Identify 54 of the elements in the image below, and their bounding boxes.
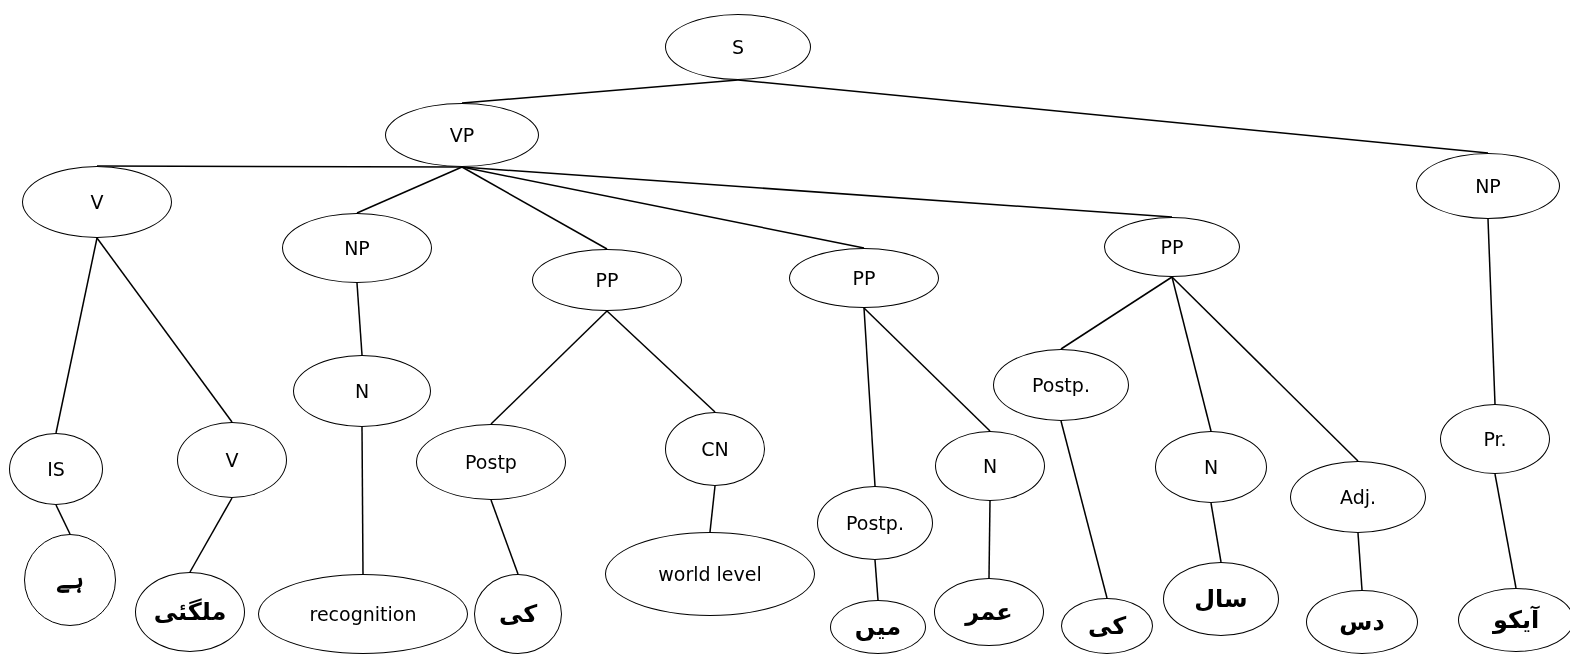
node-label: V bbox=[90, 191, 104, 213]
node-label: دس bbox=[1339, 608, 1385, 636]
node-label: PP bbox=[595, 269, 619, 291]
node-label: عمر bbox=[965, 598, 1013, 626]
node-label: PP bbox=[852, 267, 876, 289]
node-label: world level bbox=[658, 563, 762, 585]
node-label: میں bbox=[854, 613, 902, 641]
tree-branch-line bbox=[490, 499, 519, 575]
node-label: N bbox=[354, 380, 370, 402]
tree-branch-line bbox=[1487, 218, 1496, 405]
tree-branch-line bbox=[490, 310, 608, 425]
node-label: کی bbox=[1087, 612, 1127, 640]
tree-branch-line bbox=[863, 307, 876, 487]
node-label: Postp. bbox=[846, 512, 904, 534]
node-label: recognition bbox=[309, 603, 417, 625]
node-label: Postp. bbox=[1032, 374, 1090, 396]
node-label: Postp bbox=[465, 451, 517, 473]
node-label: سال bbox=[1194, 585, 1248, 613]
tree-branch-line bbox=[356, 166, 463, 214]
tree-branch-line bbox=[1494, 473, 1517, 589]
tree-branch-line bbox=[1357, 532, 1363, 591]
tree-branch-line bbox=[863, 307, 991, 432]
tree-branch-line bbox=[96, 237, 233, 423]
tree-branch-line bbox=[461, 166, 608, 250]
tree-branch-line bbox=[606, 310, 716, 413]
node-label: VP bbox=[449, 124, 475, 146]
tree-branch-line bbox=[1171, 276, 1359, 462]
tree-branch-line bbox=[361, 426, 364, 575]
tree-branch-line bbox=[1171, 276, 1212, 432]
node-label: NP bbox=[344, 237, 370, 259]
node-label: S bbox=[731, 36, 745, 58]
tree-branch-line bbox=[55, 504, 71, 535]
node-label: N bbox=[982, 455, 998, 477]
node-label: NP bbox=[1475, 175, 1501, 197]
tree-branch-line bbox=[988, 500, 991, 579]
node-label: کی bbox=[498, 600, 538, 628]
tree-branch-line bbox=[189, 497, 233, 573]
node-label: PP bbox=[1160, 236, 1184, 258]
node-label: ملگئی bbox=[153, 598, 227, 626]
node-label: Adj. bbox=[1339, 486, 1376, 508]
node-label: N bbox=[1203, 456, 1219, 478]
node-label: IS bbox=[47, 458, 65, 480]
tree-branch-line bbox=[709, 485, 716, 533]
tree-branch-line bbox=[1060, 276, 1173, 350]
node-label: V bbox=[225, 449, 239, 471]
tree-branch-line bbox=[1060, 420, 1108, 599]
tree-branch-line bbox=[55, 237, 98, 434]
node-label: آیکو bbox=[1492, 606, 1540, 634]
node-label: Pr. bbox=[1483, 428, 1507, 450]
tree-branch-line bbox=[356, 282, 363, 356]
node-label: CN bbox=[701, 438, 729, 460]
node-label: ہے bbox=[56, 566, 84, 594]
tree-branch-line bbox=[1210, 502, 1222, 563]
tree-branch-line bbox=[874, 559, 879, 601]
